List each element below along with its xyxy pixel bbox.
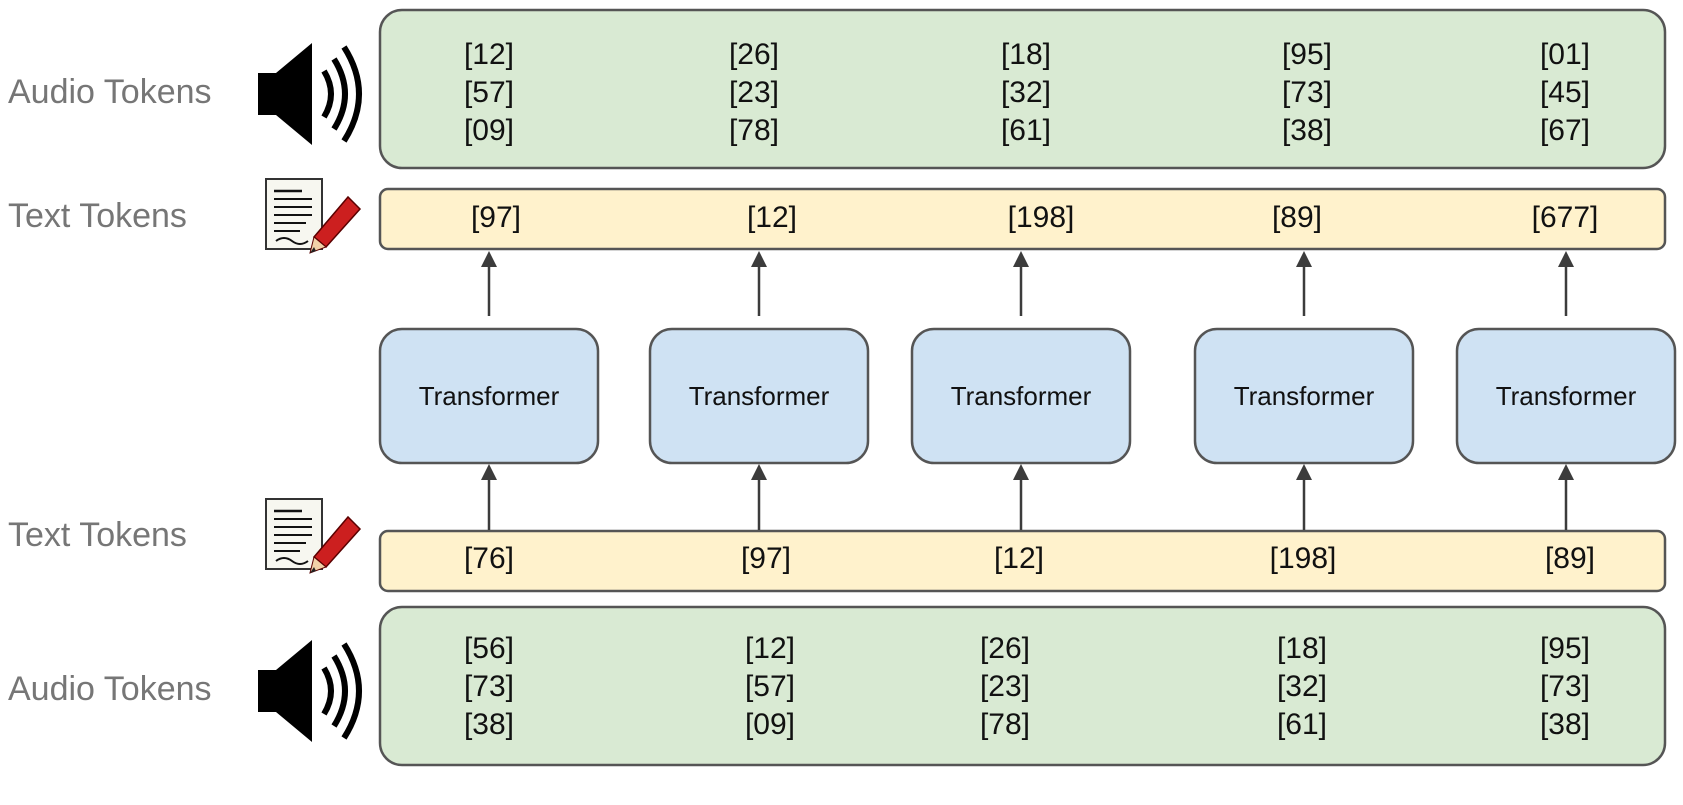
output-text-band	[378, 187, 1667, 251]
arrow-up-icon	[481, 464, 497, 530]
output-audio-band	[378, 8, 1667, 170]
arrow-up-icon	[1013, 251, 1029, 316]
input-audio-token: [61]	[1277, 708, 1327, 741]
input-audio-token: [57]	[745, 670, 795, 703]
transformer-label: Transformer	[951, 381, 1092, 411]
output-text-token: [198]	[1008, 201, 1075, 234]
output-audio-token: [45]	[1540, 76, 1590, 109]
output-audio-label: Audio Tokens	[8, 73, 212, 111]
arrow-up-icon	[751, 464, 767, 530]
input-audio-token: [73]	[1540, 670, 1590, 703]
input-text-token: [76]	[464, 542, 514, 575]
output-audio-token: [78]	[729, 114, 779, 147]
output-audio-token: [09]	[464, 114, 514, 147]
token-columns: [12] [57] [09] [97] Transformer [76] [56] [73] […	[378, 38, 1677, 741]
output-text-token: [97]	[471, 201, 521, 234]
output-audio-token: [38]	[1282, 114, 1332, 147]
input-audio-token: [09]	[745, 708, 795, 741]
input-text-band	[378, 529, 1667, 593]
input-audio-band	[378, 605, 1667, 767]
transformer-label: Transformer	[419, 381, 560, 411]
output-audio-token: [61]	[1001, 114, 1051, 147]
input-audio-token: [38]	[464, 708, 514, 741]
arrow-up-icon	[1296, 251, 1312, 316]
arrow-up-icon	[751, 251, 767, 316]
input-audio-token: [78]	[980, 708, 1030, 741]
arrow-up-icon	[1013, 464, 1029, 530]
output-audio-token: [67]	[1540, 114, 1590, 147]
arrow-up-icon	[481, 251, 497, 316]
input-audio-token: [18]	[1277, 632, 1327, 665]
output-text-token: [677]	[1532, 201, 1599, 234]
output-text-label: Text Tokens	[8, 197, 187, 235]
input-audio-token: [26]	[980, 632, 1030, 665]
input-text-token: [198]	[1270, 542, 1337, 575]
arrow-up-icon	[1296, 464, 1312, 530]
output-audio-token: [73]	[1282, 76, 1332, 109]
arrow-up-icon	[1558, 464, 1574, 530]
input-audio-token: [23]	[980, 670, 1030, 703]
output-audio-token: [23]	[729, 76, 779, 109]
output-audio-token: [32]	[1001, 76, 1051, 109]
input-audio-token: [56]	[464, 632, 514, 665]
input-audio-token: [38]	[1540, 708, 1590, 741]
transformer-label: Transformer	[689, 381, 830, 411]
output-audio-token: [18]	[1001, 38, 1051, 71]
output-audio-token: [57]	[464, 76, 514, 109]
input-audio-token: [12]	[745, 632, 795, 665]
input-audio-token: [73]	[464, 670, 514, 703]
output-audio-token: [26]	[729, 38, 779, 71]
speaker-icon	[258, 43, 359, 145]
input-text-token: [89]	[1545, 542, 1595, 575]
input-audio-token: [32]	[1277, 670, 1327, 703]
output-text-token: [89]	[1272, 201, 1322, 234]
output-audio-token: [12]	[464, 38, 514, 71]
transformer-block	[910, 327, 1132, 465]
arrow-up-icon	[1558, 251, 1574, 316]
transformer-block	[648, 327, 870, 465]
document-pencil-icon	[264, 497, 362, 575]
input-audio-token: [95]	[1540, 632, 1590, 665]
transformer-label: Transformer	[1496, 381, 1637, 411]
input-text-token: [12]	[994, 542, 1044, 575]
output-audio-token: [01]	[1540, 38, 1590, 71]
transformer-block	[1193, 327, 1415, 465]
document-pencil-icon	[264, 177, 362, 255]
transformer-block	[378, 327, 600, 465]
input-audio-label: Audio Tokens	[8, 670, 212, 708]
output-text-token: [12]	[747, 201, 797, 234]
input-text-label: Text Tokens	[8, 516, 187, 554]
transformer-label: Transformer	[1234, 381, 1375, 411]
speaker-icon	[258, 640, 359, 742]
transformer-block	[1455, 327, 1677, 465]
output-audio-token: [95]	[1282, 38, 1332, 71]
input-text-token: [97]	[741, 542, 791, 575]
